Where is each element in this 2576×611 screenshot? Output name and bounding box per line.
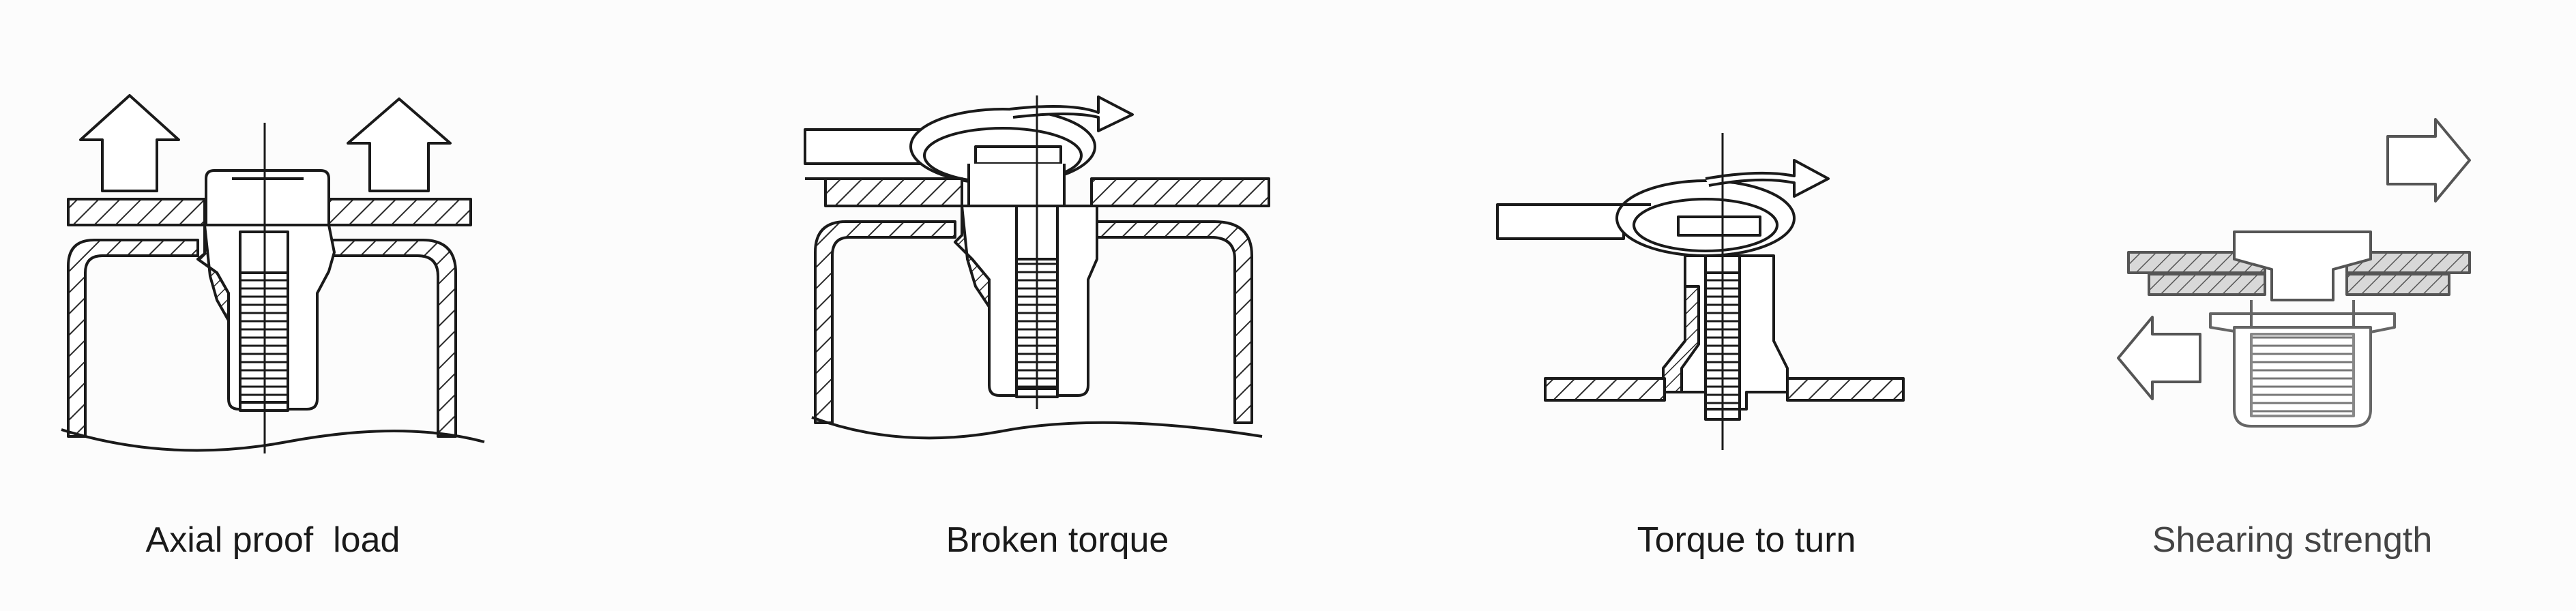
base-wave xyxy=(811,416,1263,440)
top-plate-right xyxy=(326,198,472,226)
caption-torque-to-turn: Torque to turn xyxy=(1637,520,1856,560)
rotation-arrow-icon xyxy=(1009,95,1134,132)
panel-shearing-strength xyxy=(2117,118,2471,428)
right-arrow-icon xyxy=(2386,118,2471,203)
housing xyxy=(814,220,956,424)
base-plate-right xyxy=(1786,377,1905,402)
top-plate-left xyxy=(824,177,963,207)
lower-plate xyxy=(2148,273,2266,296)
rotation-arrow-icon xyxy=(1705,159,1830,198)
caption-broken-torque: Broken torque xyxy=(946,520,1169,560)
rivet-nut-head xyxy=(2233,230,2372,301)
left-arrow-icon xyxy=(2117,316,2201,400)
panel-broken-torque xyxy=(804,95,1270,440)
caption-shearing-strength: Shearing strength xyxy=(2152,520,2433,560)
housing xyxy=(67,239,199,438)
thread xyxy=(2250,333,2355,417)
base-plate-left xyxy=(1544,377,1666,402)
up-arrow-icon xyxy=(347,98,452,192)
panel-torque-to-turn xyxy=(1496,133,1905,450)
up-arrow-icon xyxy=(79,94,180,192)
wrench-handle xyxy=(1496,203,1625,240)
top-plate-left xyxy=(67,198,206,226)
bolt-head xyxy=(205,169,330,226)
top-plate-right xyxy=(1090,177,1270,207)
caption-axial-proof-load: Axial proof load xyxy=(145,520,400,560)
panel-axial-proof-load xyxy=(61,94,485,453)
base-wave xyxy=(61,428,485,452)
